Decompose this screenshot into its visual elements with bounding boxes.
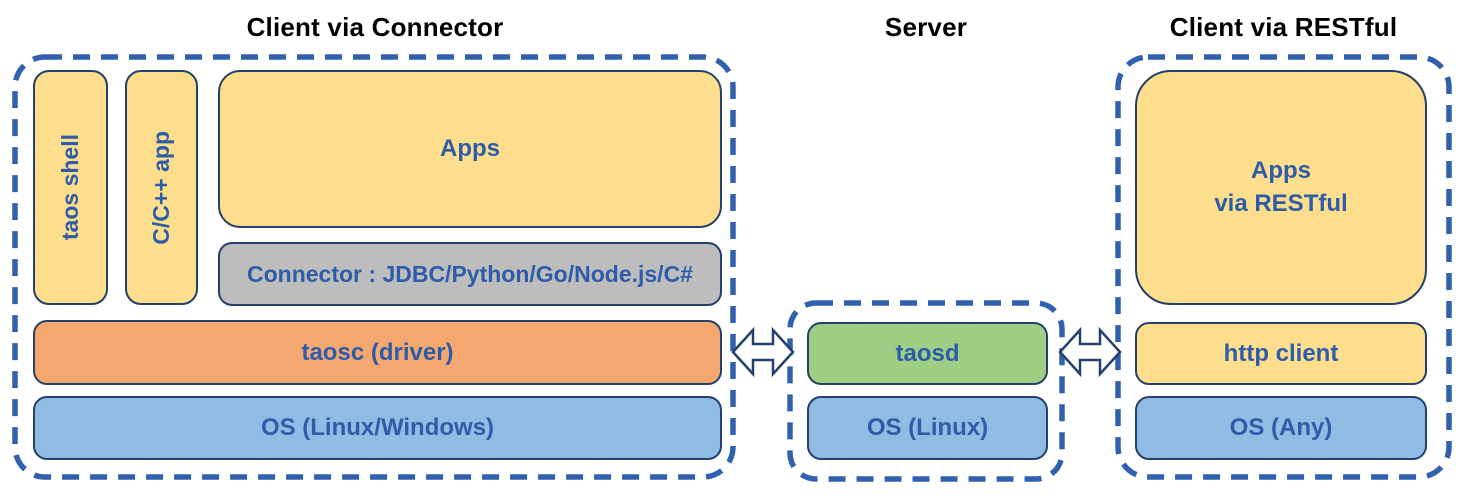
connector-box: Connector : JDBC/Python/Go/Node.js/C# bbox=[218, 242, 722, 306]
apps-via-restful-box: Apps via RESTful bbox=[1135, 70, 1427, 305]
taos-shell-box: taos shell bbox=[33, 70, 108, 305]
http-client-box: http client bbox=[1135, 322, 1427, 385]
os-any-box: OS (Any) bbox=[1135, 396, 1427, 460]
server-title: Server bbox=[884, 12, 968, 42]
taos-shell-label: taos shell bbox=[57, 134, 83, 241]
taosd-box: taosd bbox=[807, 322, 1048, 385]
connector-client-title: Client via Connector bbox=[246, 12, 504, 42]
os-linux-box: OS (Linux) bbox=[807, 396, 1048, 460]
cpp-app-box: C/C++ app bbox=[125, 70, 198, 305]
cpp-app-label: C/C++ app bbox=[148, 130, 174, 245]
os-linux-windows-box: OS (Linux/Windows) bbox=[33, 396, 722, 460]
apps-via-restful-label-line1: Apps bbox=[1251, 157, 1311, 185]
taosc-driver-box: taosc (driver) bbox=[33, 320, 722, 385]
apps-box: Apps bbox=[218, 70, 722, 228]
apps-via-restful-label-line2: via RESTful bbox=[1214, 189, 1348, 217]
right-double-arrow-icon bbox=[1058, 326, 1122, 378]
left-double-arrow-icon bbox=[731, 326, 795, 378]
restful-client-title: Client via RESTful bbox=[1169, 12, 1398, 42]
